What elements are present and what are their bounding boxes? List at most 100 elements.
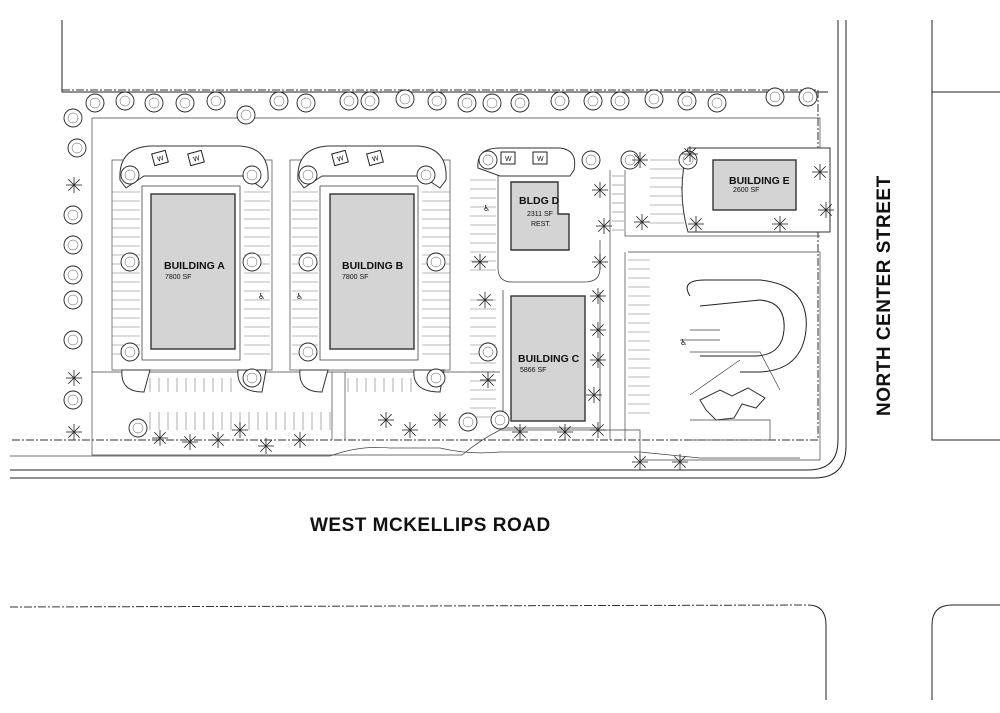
mckellips-south-curb xyxy=(9,604,809,608)
star-shrub-icon xyxy=(472,254,488,270)
round-tree-icon xyxy=(242,252,262,272)
round-tree-icon xyxy=(644,89,664,109)
round-tree-icon xyxy=(120,165,140,185)
dumpster-letter: W xyxy=(372,155,381,164)
round-tree-icon xyxy=(490,410,510,430)
building-d-name: BLDG D xyxy=(519,195,560,207)
building-c: BUILDING C 5866 SF xyxy=(510,295,586,422)
round-tree-icon xyxy=(510,93,530,113)
east-south-curb xyxy=(931,604,1000,700)
trash-enclosure-icon: W xyxy=(366,149,384,167)
star-shrub-icon xyxy=(682,146,698,162)
star-shrub-icon xyxy=(152,430,168,446)
round-tree-icon xyxy=(581,150,601,170)
trash-enclosures: W W W W W W xyxy=(151,149,548,167)
building-e: BUILDING E 2600 SF xyxy=(712,159,797,211)
round-tree-icon xyxy=(765,87,785,107)
star-shrub-icon xyxy=(634,214,650,230)
building-c-name: BUILDING C xyxy=(518,353,580,365)
star-shrub-icon xyxy=(557,424,573,440)
star-shrub-icon xyxy=(812,164,828,180)
round-tree-icon xyxy=(339,91,359,111)
building-a-area: 7800 SF xyxy=(165,274,191,281)
round-tree-icon xyxy=(457,93,477,113)
street-name-east: NORTH CENTER STREET xyxy=(874,175,895,416)
star-shrub-icon xyxy=(512,424,528,440)
star-shrub-icon xyxy=(586,387,602,403)
round-tree-icon xyxy=(360,91,380,111)
round-tree-icon xyxy=(85,93,105,113)
round-tree-icon xyxy=(120,342,140,362)
round-tree-icon xyxy=(115,91,135,111)
round-tree-icon xyxy=(458,412,478,432)
drive-thru-loop xyxy=(628,251,821,460)
round-tree-icon xyxy=(242,368,262,388)
round-tree-icon xyxy=(63,235,83,255)
round-tree-icon xyxy=(206,91,226,111)
star-shrub-icon xyxy=(232,422,248,438)
building-d-note: REST. xyxy=(531,221,551,228)
street-name-south: WEST MCKELLIPS ROAD xyxy=(310,515,551,536)
round-tree-icon xyxy=(678,150,698,170)
star-shrub-icon xyxy=(596,218,612,234)
star-shrub-icon xyxy=(632,454,648,470)
star-shrub-icon xyxy=(592,254,608,270)
building-b: BUILDING B 7800 SF xyxy=(319,185,419,361)
svg-text:♿: ♿ xyxy=(483,204,490,213)
round-tree-icon xyxy=(677,91,697,111)
svg-text:♿: ♿ xyxy=(680,338,687,347)
round-tree-icon xyxy=(798,87,818,107)
round-tree-icon xyxy=(478,342,498,362)
star-shrub-icon xyxy=(590,352,606,368)
round-tree-icon xyxy=(296,93,316,113)
round-tree-icon xyxy=(583,91,603,111)
star-shrub-icon xyxy=(66,177,82,193)
dumpster-letter: W xyxy=(537,156,544,163)
star-shrub-icon xyxy=(182,434,198,450)
round-tree-icon xyxy=(610,91,630,111)
round-tree-icon xyxy=(298,252,318,272)
star-shrub-icon xyxy=(590,422,606,438)
trash-enclosure-icon: W xyxy=(532,151,548,165)
star-shrub-icon xyxy=(378,412,394,428)
round-tree-icon xyxy=(128,418,148,438)
star-shrub-icon xyxy=(210,432,226,448)
building-d-area: 2311 SF xyxy=(527,211,553,218)
star-shrub-icon xyxy=(258,438,274,454)
round-tree-icon xyxy=(269,91,289,111)
star-shrub-icon xyxy=(432,412,448,428)
round-tree-icon xyxy=(426,252,446,272)
buildings: BUILDING A 7800 SF BUILDING B 7800 SF BU… xyxy=(141,159,797,422)
parking-stalls xyxy=(112,159,684,430)
building-d: BLDG D 2311 SF REST. xyxy=(510,181,570,251)
dumpster-letter: W xyxy=(337,155,346,164)
star-shrub-icon xyxy=(66,370,82,386)
building-a-name: BUILDING A xyxy=(164,260,225,272)
drive-c xyxy=(609,170,820,440)
building-b-area: 7800 SF xyxy=(342,274,368,281)
round-tree-icon xyxy=(236,105,256,125)
star-shrub-icon xyxy=(688,216,704,232)
round-tree-icon xyxy=(120,252,140,272)
star-shrub-icon xyxy=(592,182,608,198)
round-tree-icon xyxy=(478,150,498,170)
star-shrub-icon xyxy=(772,216,788,232)
trash-enclosure-icon: W xyxy=(187,149,205,167)
round-tree-icon xyxy=(427,91,447,111)
star-shrub-icon xyxy=(632,152,648,168)
round-tree-icon xyxy=(63,205,83,225)
round-tree-icon xyxy=(395,89,415,109)
round-tree-icon xyxy=(63,108,83,128)
round-tree-icon xyxy=(63,390,83,410)
building-e-area: 2600 SF xyxy=(733,187,759,194)
dumpster-letter: W xyxy=(193,155,202,164)
road-sidewalk xyxy=(10,447,800,459)
building-a: BUILDING A 7800 SF xyxy=(141,185,241,361)
star-shrub-icon xyxy=(590,288,606,304)
trees xyxy=(63,87,818,438)
shrubs xyxy=(66,146,834,470)
star-shrub-icon xyxy=(672,454,688,470)
pad-d xyxy=(497,172,601,283)
center-street-east-curb xyxy=(931,20,1000,441)
